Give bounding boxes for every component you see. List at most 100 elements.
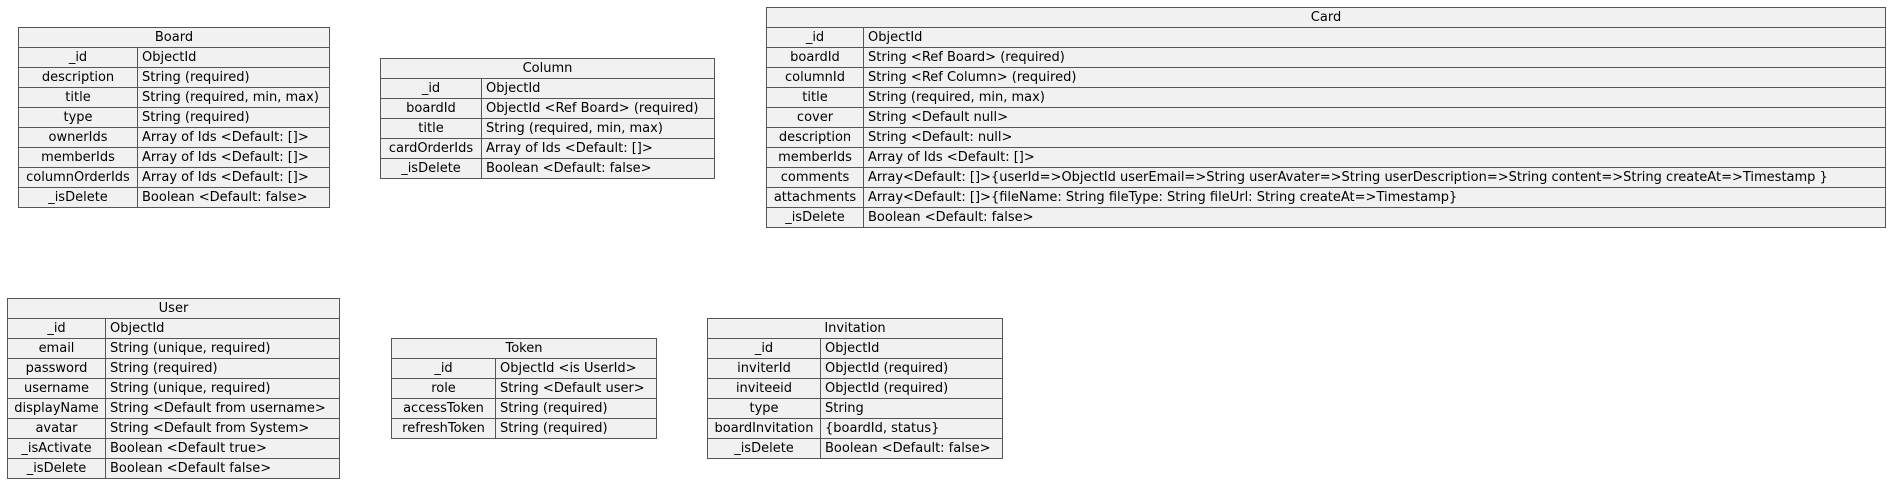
field-name: _isDelete [707,438,821,459]
field-name: username [7,378,106,399]
field-name: comments [766,167,864,188]
field-type: String (required) [137,107,330,128]
field-type: Boolean <Default: false> [481,158,715,179]
field-type: Array<Default: []>{fileName: String file… [863,187,1886,208]
entity-title: Column [380,58,715,79]
field-type: String <Default: null> [863,127,1886,148]
field-name: description [18,67,138,88]
field-type: String <Default null> [863,107,1886,128]
field-name: refreshToken [391,418,496,439]
field-name: _id [707,338,821,359]
field-name: memberIds [766,147,864,168]
field-name: type [707,398,821,419]
field-name: boardId [766,47,864,68]
field-name: password [7,358,106,379]
field-name: _isDelete [7,458,106,479]
field-name: _isDelete [18,187,138,208]
field-type: Boolean <Default: false> [820,438,1003,459]
field-type: Array of Ids <Default: []> [137,127,330,148]
field-type: ObjectId [137,47,330,68]
field-name: _id [380,78,482,99]
field-name: cardOrderIds [380,138,482,159]
field-type: Boolean <Default: false> [863,207,1886,228]
field-type: ObjectId [105,318,340,339]
field-name: _isActivate [7,438,106,459]
field-type: String (required) [495,398,657,419]
field-type: String (required, min, max) [137,87,330,108]
entity-title: Token [391,338,657,359]
field-type: String <Default from username> [105,398,340,419]
field-name: role [391,378,496,399]
field-type: ObjectId [863,27,1886,48]
field-type: Array<Default: []>{userId=>ObjectId user… [863,167,1886,188]
field-name: boardInvitation [707,418,821,439]
field-name: title [766,87,864,108]
field-type: Boolean <Default: false> [137,187,330,208]
field-name: _isDelete [380,158,482,179]
field-type: String <Ref Column> (required) [863,67,1886,88]
field-name: _id [7,318,106,339]
field-name: inviteeid [707,378,821,399]
field-name: avatar [7,418,106,439]
field-type: String <Ref Board> (required) [863,47,1886,68]
field-type: String (required, min, max) [863,87,1886,108]
field-type: String [820,398,1003,419]
field-name: title [380,118,482,139]
field-name: _id [18,47,138,68]
field-type: String (unique, required) [105,338,340,359]
field-type: String <Default user> [495,378,657,399]
field-name: ownerIds [18,127,138,148]
field-name: accessToken [391,398,496,419]
field-type: String <Default from System> [105,418,340,439]
field-name: attachments [766,187,864,208]
field-name: columnOrderIds [18,167,138,188]
field-type: ObjectId <is UserId> [495,358,657,379]
field-name: memberIds [18,147,138,168]
field-name: description [766,127,864,148]
field-name: columnId [766,67,864,88]
field-type: String (required) [137,67,330,88]
field-name: type [18,107,138,128]
field-name: _isDelete [766,207,864,228]
field-type: ObjectId (required) [820,358,1003,379]
field-name: cover [766,107,864,128]
entity-title: Invitation [707,318,1003,339]
field-type: String (required, min, max) [481,118,715,139]
field-type: ObjectId <Ref Board> (required) [481,98,715,119]
field-type: ObjectId (required) [820,378,1003,399]
field-type: ObjectId [481,78,715,99]
field-type: String (required) [105,358,340,379]
